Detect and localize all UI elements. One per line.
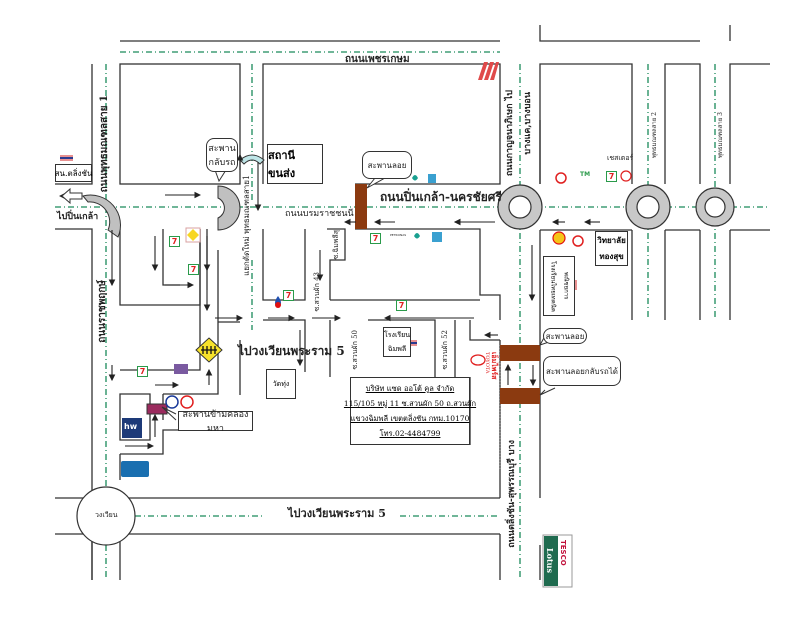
caltex-icon (572, 235, 584, 247)
callout-tail (214, 169, 227, 183)
road-label-to-pinklao: ไปปิ่นเกล้า (57, 212, 99, 222)
callout-underpass-bridge: สะพานลอย (362, 151, 412, 179)
seven-eleven-icon: 7 (370, 233, 381, 244)
homepro-logo (122, 418, 142, 438)
caltex-icon-top (555, 172, 567, 184)
road-label-ratchaphruek: ถนนราชพฤกษ์ (97, 280, 108, 343)
college-label-2: ทองสุข (599, 251, 624, 262)
callout-overpass: สะพานลอย (543, 328, 587, 344)
bridge-top (500, 345, 540, 361)
shell-icon (552, 231, 566, 245)
railway-crossing-icon (195, 337, 223, 363)
tesco-lotus-logo (542, 534, 573, 588)
bus-terminal: สถานีขนส่ง (267, 144, 323, 184)
arrow-to-pinklao (61, 187, 83, 205)
soi-label-chimplee: ซ.ฉิมพลีสุ (332, 230, 340, 260)
direction-arrows (58, 153, 600, 450)
company-address-1: 115/105 หมู่ 11 ซ.สวนผัก 50 ถ.สวนผัก (343, 398, 477, 408)
road-label-rama5: ไปวงเวียนพระราม 5 (288, 507, 386, 520)
hw-label: hw (124, 422, 138, 431)
chester-label: เชสเตอร์ (607, 154, 634, 162)
callout-tail (161, 406, 177, 421)
mall-logo (478, 62, 499, 80)
company-address-2: แขวงฉิมพลี เขตตลิ่งชัน กทม.10170 (350, 413, 470, 423)
kasikorn-icon (180, 395, 194, 409)
callout-tail (366, 177, 386, 189)
seven-eleven-icon: 7 (137, 366, 148, 377)
soi-label-50: ซ.สวนผัก 50 (351, 330, 359, 370)
bank-icon (165, 395, 179, 409)
callout-canal-bridge: สะพานข้ามคลองมหา (178, 410, 253, 434)
bank-icon-top (428, 174, 436, 183)
road-label-phutthamonthon3: พุทธมณฑลสาย 3 (717, 112, 724, 159)
roundabout-label: วงเวียน (95, 511, 118, 519)
tm-label: TM (580, 171, 591, 178)
thai-flag-icon (60, 155, 73, 161)
petronas-label: PETRONAS (390, 233, 407, 237)
road-label-talingchan: ถนนตลิ่งชัน-สุพรรณบุรี บาง (507, 440, 517, 548)
petronas-icon-top (412, 175, 418, 181)
road-label-shortcut: แยกตัดใหม่ พุทธมณฑลสาย1 (242, 175, 251, 276)
scb-icon (174, 364, 188, 374)
road-label-phutthamonthon2: พุทธมณฑลสาย 2 (651, 112, 658, 159)
toyota-dealer-label: เอ็มไพร์ส (490, 352, 499, 380)
road-edges (55, 25, 770, 580)
temple: วัดทุ่ง (266, 369, 296, 399)
tech-school-label-1: โรงเรียนไทยเทคนิค (549, 260, 557, 312)
soi-label-52: ซ.สวนผัก 52 (441, 330, 449, 370)
company-name: บริษัท แซด ออโต้ คูล จำกัด (365, 383, 455, 393)
toyota-logo (470, 354, 486, 366)
road-label-ring: ไปวงเวียนพระราม 5 (238, 344, 345, 358)
technical-school: โรงเรียนไทยเทคนิค พณิชยการ (543, 256, 575, 316)
traffic-sign-icon (185, 227, 201, 243)
callout-overpass-uturn: สะพานลอยกลับรถได้ (543, 356, 621, 386)
krungthai-icon (620, 170, 632, 182)
seven-eleven-icon: 7 (606, 171, 617, 182)
road-centerlines (55, 51, 770, 580)
tech-school-label-2: พณิชยการ (562, 272, 570, 300)
company-phone: โทร.02-4484799 (379, 428, 441, 438)
college-label-1: วิทยาลัย (597, 234, 626, 245)
college-thongsuk: วิทยาลัย ทองสุข (595, 231, 628, 266)
callout-tail (539, 387, 556, 396)
seven-eleven-icon: 7 (169, 236, 180, 247)
taling-chan-district: สน.ตลิ่งชัน (55, 164, 92, 182)
seven-eleven-icon: 7 (283, 290, 294, 301)
seven-eleven-icon: 7 (188, 264, 199, 275)
roundabouts (76, 184, 735, 546)
road-label-bangkae: บางแค,บางบอน (523, 92, 533, 155)
callout-uturn-bridge: สะพาน กลับรถ (206, 138, 238, 172)
road-label-kanchanaphisek: ถนนกาญจนาภิเษก ไป (505, 90, 515, 177)
ptt-gas-icon (275, 296, 281, 308)
company-address-box: บริษัท แซด ออโต้ คูล จำกัด 115/105 หมู่ … (344, 377, 476, 445)
road-label-borom: ถนนบรมราชชนนี (285, 209, 354, 219)
road-label-pinklao: ถนนปิ่นเกล้า-นครชัยศรี (380, 190, 502, 204)
bank-icon-mid (432, 232, 442, 242)
road-label-phutthamonthon1: ถนนพุทธมณฑลสาย 1 (99, 95, 110, 193)
road-label-phetkasem: ถนนเพชรเกษม (345, 54, 410, 65)
uturn-left (82, 194, 121, 238)
tesco-label: TESCO (559, 540, 567, 566)
seven-eleven-icon: 7 (396, 300, 407, 311)
bridge-pinklao (355, 184, 367, 229)
school-label-1: โรงเรียน (384, 330, 410, 339)
lotus-label: Lotus (545, 548, 555, 573)
bridge-bottom (500, 388, 540, 404)
uturn-mid (217, 185, 241, 231)
bank-logo (121, 461, 149, 477)
petronas-icon (414, 233, 420, 239)
skybridge-arc (239, 154, 265, 165)
soi-label-43: ซ.สวนผัก 43 (313, 272, 321, 312)
toyota-label: TOYOTA (484, 352, 490, 374)
school-chimplee: โรงเรียน ฉิมพลี (383, 327, 411, 357)
school-label-2: ฉิมพลี (387, 344, 407, 353)
